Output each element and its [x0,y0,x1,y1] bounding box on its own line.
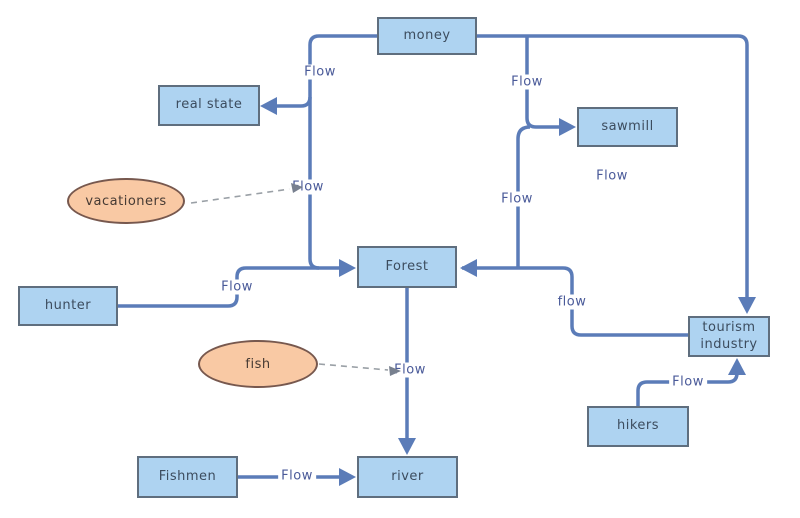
node-vacationers[interactable]: vacationers [67,178,185,224]
node-river-label: river [391,468,424,484]
node-forest[interactable]: Forest [357,246,457,288]
flow-label-forest-river[interactable]: Flow [391,362,429,378]
node-fish[interactable]: fish [198,340,318,388]
connector-hikers-tourism[interactable] [636,372,739,406]
arrowhead-realstate [260,97,277,115]
flow-label-sawmill-note[interactable]: Flow [593,168,631,184]
flow-label-hikers[interactable]: Flow [669,374,707,390]
connector-branch-realstate[interactable] [266,96,312,108]
arrowhead-forest-left [339,259,356,277]
node-forest-label: Forest [385,258,429,274]
arrowhead-river-left [339,468,356,486]
connector-money-sawmill[interactable] [525,36,561,129]
node-tourism-industry[interactable]: tourism industry [688,316,770,357]
flow-label-tourism-forest[interactable]: flow [554,294,590,310]
connector-junction-down[interactable] [516,125,531,268]
node-river[interactable]: river [357,456,458,498]
node-real-state-label: real state [175,97,243,113]
flow-label-vacationers[interactable]: Flow [289,179,327,195]
node-hikers[interactable]: hikers [587,406,689,447]
flow-label-money-forest[interactable]: Flow [498,191,536,207]
arrowhead-forest-right [460,259,477,277]
node-hunter[interactable]: hunter [18,286,118,326]
arrowhead-tourism-top [738,297,756,314]
arrowhead-sawmill [559,118,576,136]
node-sawmill-label: sawmill [601,118,654,134]
node-fish-label: fish [245,356,271,372]
connector-vacationers-dashed[interactable] [190,188,291,204]
node-hunter-label: hunter [44,297,92,313]
node-real-state[interactable]: real state [158,85,260,126]
node-vacationers-label: vacationers [85,193,167,209]
node-money[interactable]: money [377,17,477,55]
connector-money-tourism[interactable] [477,34,749,299]
node-fishmen[interactable]: Fishmen [137,456,238,498]
arrowhead-tourism-bottom [728,358,746,375]
node-money-label: money [403,27,451,43]
node-sawmill[interactable]: sawmill [577,107,678,147]
node-hikers-label: hikers [616,418,660,434]
flow-label-money-sawmill[interactable]: Flow [508,74,546,90]
arrowhead-river-top [398,438,416,455]
node-tourism-industry-label: tourism industry [700,320,758,352]
node-fishmen-label: Fishmen [158,468,217,484]
flow-label-money-left[interactable]: Flow [301,64,339,80]
flow-label-fishmen[interactable]: Flow [278,468,316,484]
connector-fish-dashed[interactable] [318,363,389,371]
flow-label-hunter[interactable]: Flow [218,279,256,295]
